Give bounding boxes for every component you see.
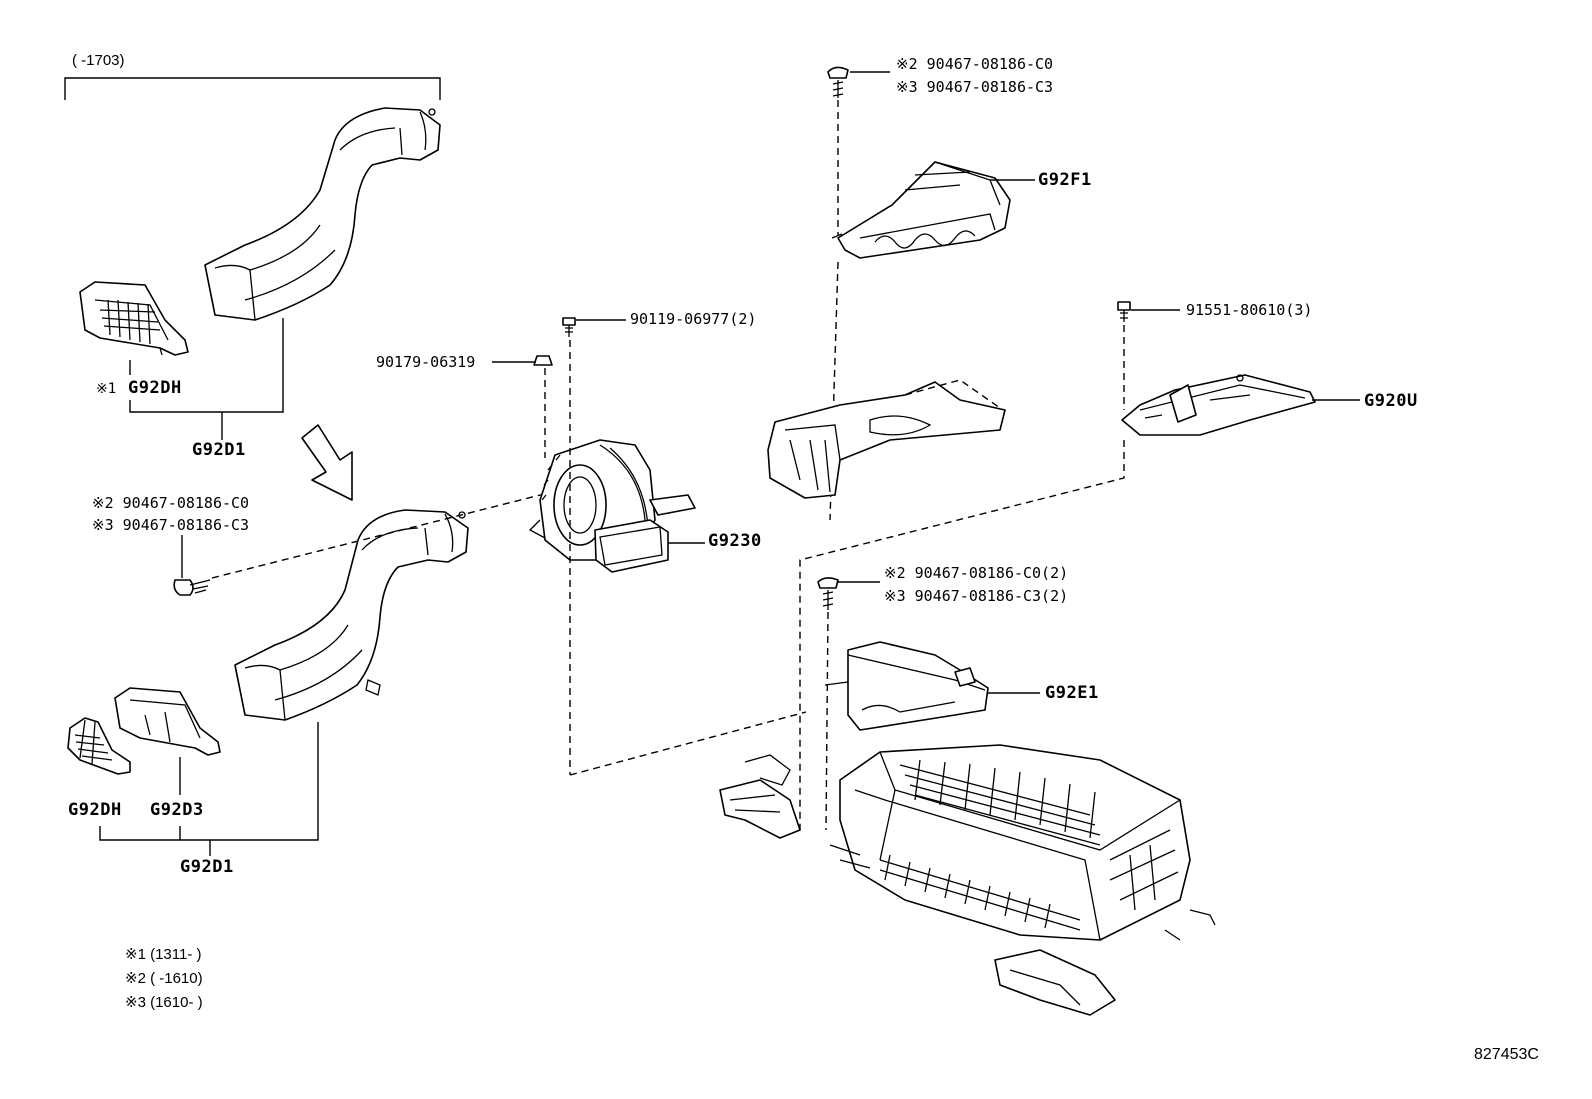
- g92dh-top-note: ※1: [96, 381, 117, 397]
- footnote-1: ※1 (1311- ): [125, 946, 202, 963]
- direction-arrow-icon: [301, 424, 353, 501]
- upper-center-duct-part: [831, 161, 1011, 259]
- g92f1-label: G92F1: [1038, 170, 1092, 190]
- mid-bolt-label-2: ※3 90467-08186-C3(2): [884, 587, 1069, 605]
- blower-fan-part: [528, 439, 696, 573]
- upper-group-leaders: [129, 318, 284, 440]
- battery-pack-part: [719, 744, 1216, 1016]
- range-label: ( -1703): [72, 52, 125, 69]
- diagram-id: 827453C: [1474, 1046, 1539, 1063]
- top-bolt-label-1: ※2 90467-08186-C0: [896, 55, 1054, 73]
- fan-bolt-label: 90119-06977(2): [630, 310, 757, 328]
- upper-duct-part: [204, 107, 441, 321]
- range-bracket: [64, 77, 441, 100]
- g9230-label: G9230: [708, 531, 762, 551]
- top-screw-part: [827, 66, 890, 521]
- g92d1-bottom-label: G92D1: [180, 857, 234, 877]
- g920u-label: G920U: [1364, 391, 1418, 411]
- left-bolt-label-2: ※3 90467-08186-C3: [92, 516, 250, 534]
- g92d1-top-label: G92D1: [192, 440, 246, 460]
- right-bolt-label: 91551-80610(3): [1186, 301, 1313, 319]
- left-bolt-label-1: ※2 90467-08186-C0: [92, 494, 250, 512]
- g92e1-label: G92E1: [1045, 683, 1099, 703]
- mid-bolt-label-1: ※2 90467-08186-C0(2): [884, 564, 1069, 582]
- middle-screw-part: [817, 577, 880, 831]
- g92d3-label: G92D3: [150, 800, 204, 820]
- fan-nut-part: [492, 355, 553, 458]
- g92dh-bottom-label: G92DH: [68, 800, 122, 820]
- center-tray-part: [767, 379, 1006, 499]
- battery-cover-part: [824, 641, 989, 731]
- right-bolt-part: [799, 301, 1180, 830]
- fan-bolt-part: [562, 317, 626, 775]
- footnote-2: ※2 ( -1610): [125, 970, 203, 987]
- left-screw-part: [173, 489, 561, 596]
- lower-group-leaders: [99, 722, 319, 856]
- lower-duct-part: [234, 509, 469, 721]
- right-bracket-part: [1121, 374, 1316, 436]
- fan-nut-label: 90179-06319: [376, 353, 476, 371]
- g92dh-top-label: G92DH: [128, 378, 182, 398]
- lower-grille-part: [67, 717, 131, 775]
- footnote-3: ※3 (1610- ): [125, 994, 203, 1011]
- top-bolt-label-2: ※3 90467-08186-C3: [896, 78, 1054, 96]
- fan-to-battery-dash: [569, 711, 807, 776]
- lower-bracket-part: [114, 687, 221, 756]
- upper-grille-part: [79, 281, 189, 356]
